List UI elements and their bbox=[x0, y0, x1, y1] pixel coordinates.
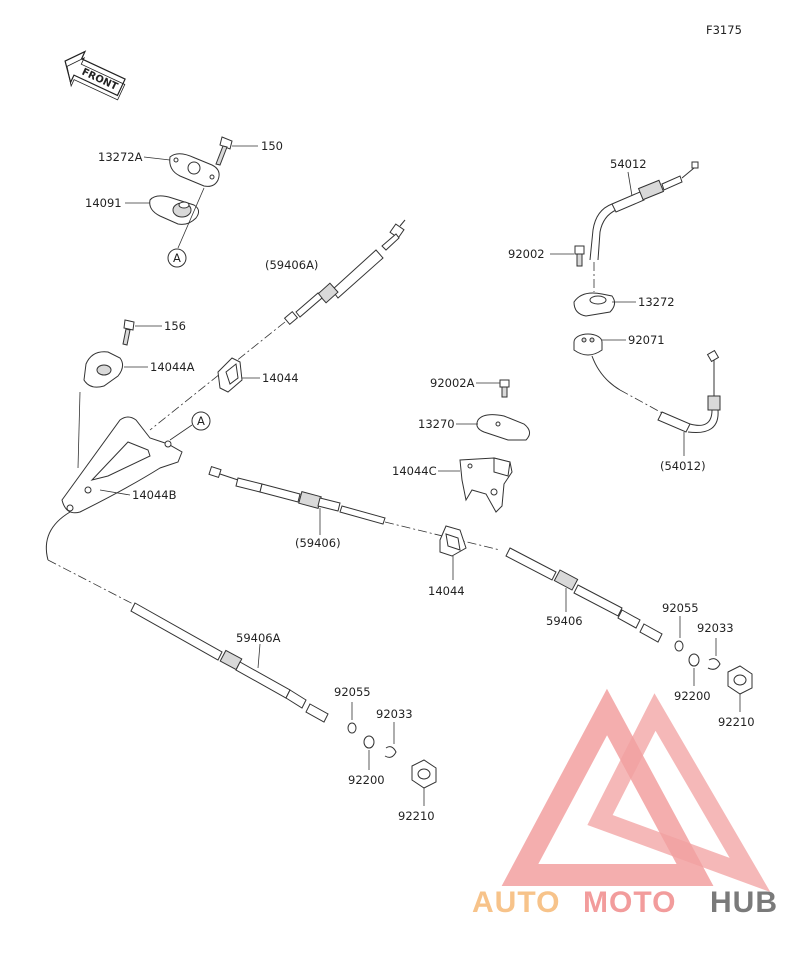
label-92200-left: 92200 bbox=[348, 773, 385, 787]
label-92055-left: 92055 bbox=[334, 685, 371, 699]
watermark-text-auto: AUTO bbox=[472, 886, 560, 919]
label-92033-right: 92033 bbox=[697, 621, 734, 635]
bracket-14044B bbox=[61, 416, 183, 514]
clip-14044-upper bbox=[217, 357, 243, 393]
clip-92033-left bbox=[384, 746, 397, 758]
label-59406: 59406 bbox=[546, 614, 583, 628]
plate-13270 bbox=[476, 414, 530, 441]
bolt-150 bbox=[215, 136, 233, 166]
label-92210-left: 92210 bbox=[398, 809, 435, 823]
label-14044B: 14044B bbox=[132, 488, 177, 502]
washer-92200-left bbox=[363, 735, 375, 749]
label-92200-right: 92200 bbox=[674, 689, 711, 703]
label-14044C: 14044C bbox=[392, 464, 437, 478]
oring-92055-right bbox=[674, 640, 684, 652]
ref-a-label-top: A bbox=[173, 251, 181, 265]
label-156: 156 bbox=[164, 319, 186, 333]
clip-92033-right bbox=[707, 658, 721, 670]
boot-14091 bbox=[149, 195, 200, 225]
label-59406-paren: (59406) bbox=[295, 536, 341, 550]
bolt-92002 bbox=[574, 245, 585, 267]
bolt-92002A bbox=[499, 379, 510, 398]
front-arrow-icon: FRONT bbox=[64, 50, 126, 101]
cable-59406A-upper bbox=[283, 219, 406, 325]
ref-a-label-bracket: A bbox=[197, 414, 205, 428]
ref-a-marker-bracket bbox=[191, 411, 211, 431]
cable-59406-middle bbox=[208, 466, 386, 525]
cable-59406-right bbox=[505, 547, 663, 643]
nut-92210-right bbox=[727, 665, 753, 695]
watermark-text-hub: HUB bbox=[710, 886, 778, 919]
grommet-92071 bbox=[573, 333, 603, 356]
cable-54012-bottom bbox=[657, 349, 721, 434]
label-54012-paren: (54012) bbox=[660, 459, 706, 473]
cable-59406A-lower bbox=[130, 602, 329, 723]
bracket-14044C bbox=[459, 457, 513, 513]
label-14044-top: 14044 bbox=[262, 371, 299, 385]
label-150: 150 bbox=[261, 139, 283, 153]
plate-13272 bbox=[573, 292, 616, 317]
cable-54012-top bbox=[589, 161, 699, 261]
nut-92210-left bbox=[411, 759, 437, 789]
label-13272A: 13272A bbox=[98, 150, 143, 164]
label-13272: 13272 bbox=[638, 295, 675, 309]
label-59406A-paren: (59406A) bbox=[265, 258, 318, 272]
label-14044A: 14044A bbox=[150, 360, 195, 374]
clip-14044-middle bbox=[439, 525, 467, 557]
bolt-156 bbox=[122, 319, 135, 346]
ref-a-marker-top bbox=[167, 248, 187, 268]
label-54012: 54012 bbox=[610, 157, 647, 171]
label-92055-right: 92055 bbox=[662, 601, 699, 615]
label-92002A: 92002A bbox=[430, 376, 475, 390]
label-92210-right: 92210 bbox=[718, 715, 755, 729]
label-14091: 14091 bbox=[85, 196, 122, 210]
label-14044-mid: 14044 bbox=[428, 584, 465, 598]
label-92002: 92002 bbox=[508, 247, 545, 261]
watermark-logo bbox=[501, 688, 771, 893]
oring-92055-left bbox=[347, 722, 357, 734]
label-92033-left: 92033 bbox=[376, 707, 413, 721]
watermark-text-moto: MOTO bbox=[583, 886, 676, 919]
label-59406A: 59406A bbox=[236, 631, 281, 645]
label-13270: 13270 bbox=[418, 417, 455, 431]
clamp-14044A bbox=[83, 351, 124, 388]
gasket-13272A bbox=[169, 153, 220, 187]
label-92071: 92071 bbox=[628, 333, 665, 347]
figure-code: F3175 bbox=[706, 23, 742, 37]
washer-92200-right bbox=[688, 653, 700, 667]
